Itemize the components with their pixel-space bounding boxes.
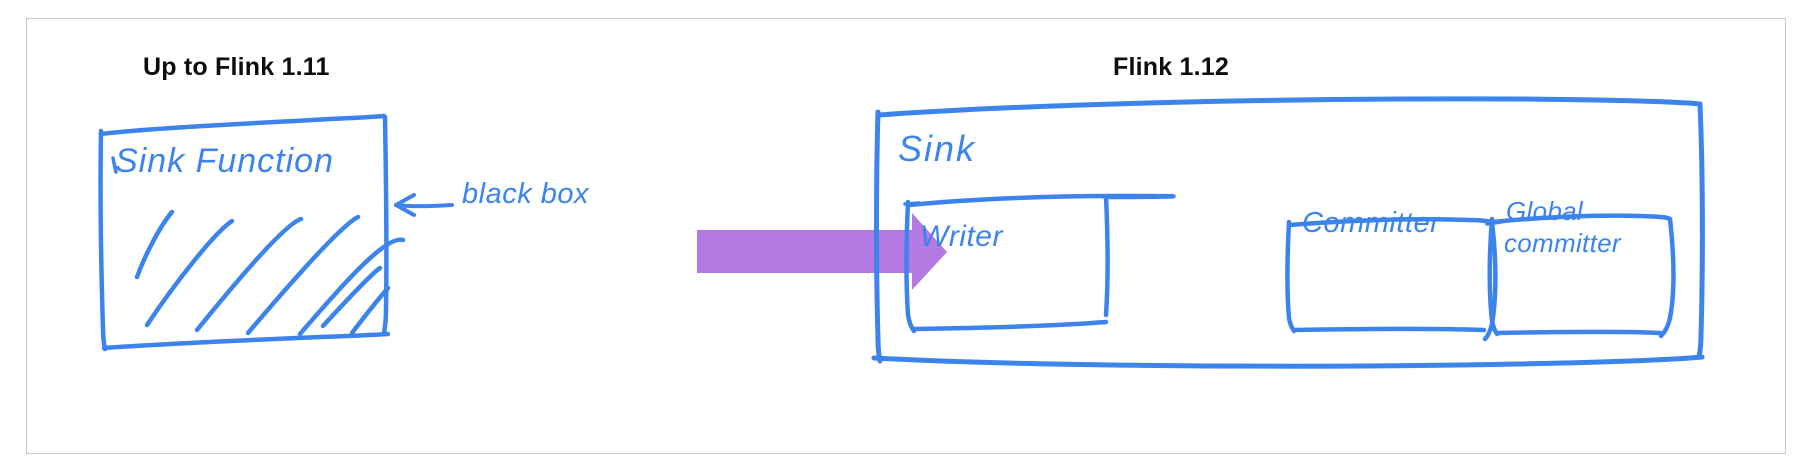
sink-label: Sink bbox=[898, 128, 977, 169]
left-panel-title: Up to Flink 1.11 bbox=[143, 53, 330, 81]
writer-label: Writer bbox=[920, 220, 1003, 253]
committer-label: Committer bbox=[1302, 207, 1441, 239]
global-committer-label-line1: Global bbox=[1506, 196, 1583, 226]
right-panel-title: Flink 1.12 bbox=[1113, 53, 1229, 81]
global-committer-label-line2: committer bbox=[1504, 228, 1621, 258]
black-box-annotation: black box bbox=[462, 178, 590, 210]
sink-function-label: Sink Function bbox=[115, 142, 334, 180]
